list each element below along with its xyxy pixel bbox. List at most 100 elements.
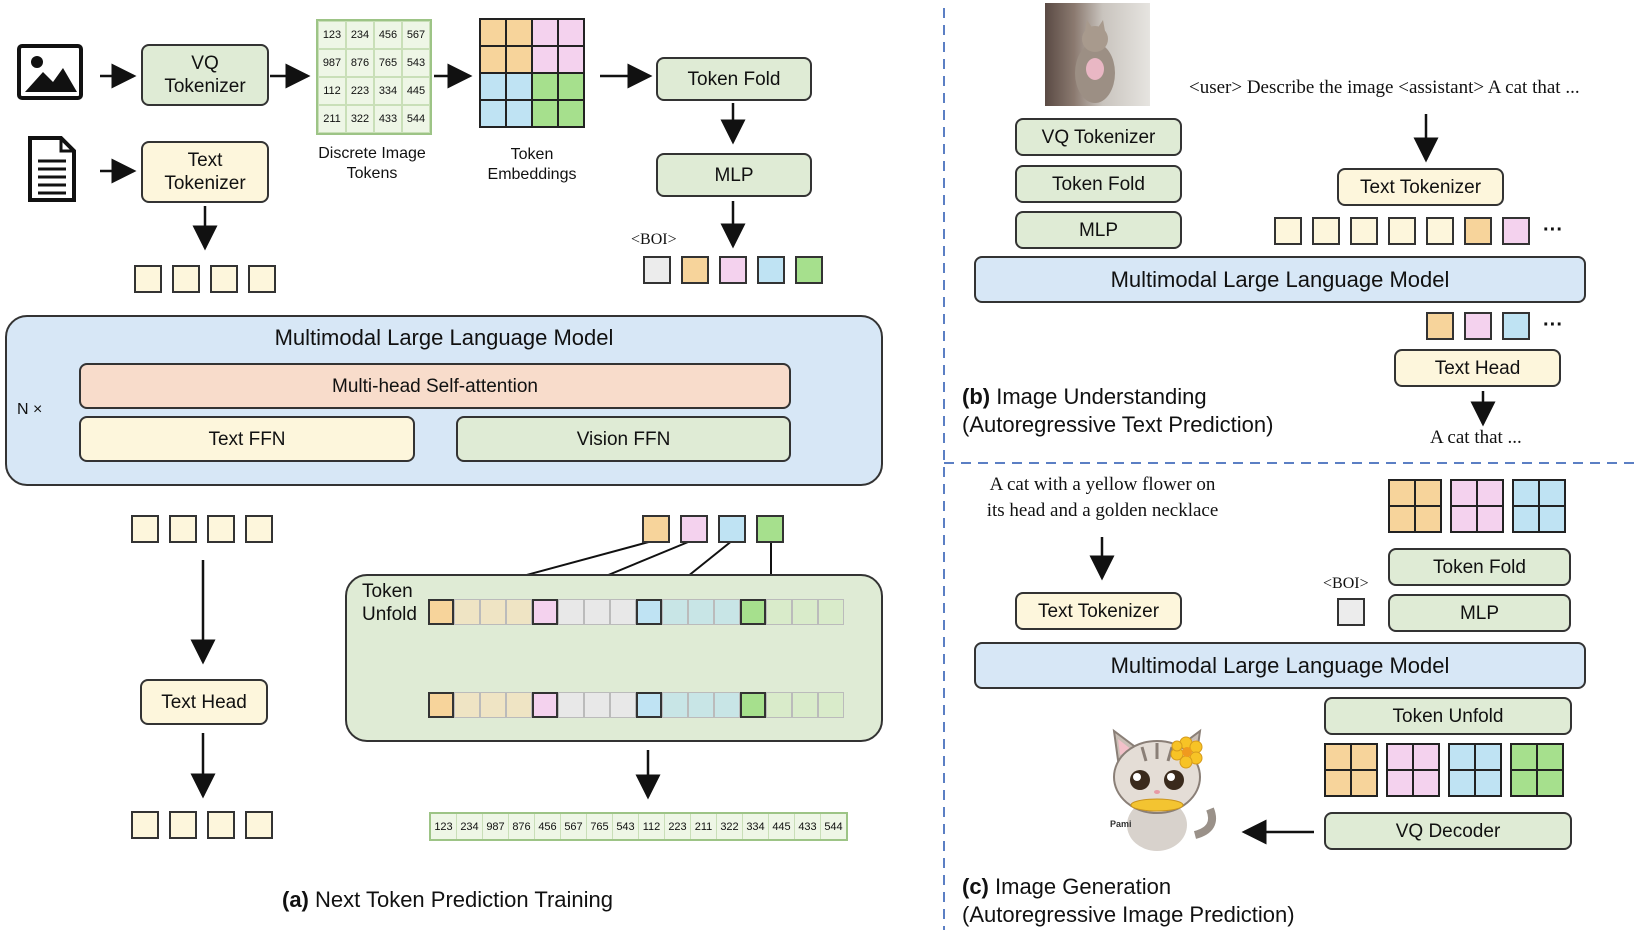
image-icon — [17, 44, 83, 100]
boi-token-a — [643, 256, 671, 284]
out-token-b-blue — [1502, 312, 1530, 340]
prompt-b: <user> Describe the image <assistant> A … — [1189, 77, 1580, 98]
text-token-a — [134, 265, 162, 293]
boi-label-c: <BOI> — [1323, 575, 1369, 592]
embedding-cell — [533, 47, 557, 72]
caption-b-text: Image Understanding — [990, 384, 1207, 409]
token-b — [1388, 217, 1416, 245]
image-patch-blue-c — [1512, 479, 1566, 533]
token-b — [1464, 217, 1492, 245]
token-fold-box-b: Token Fold — [1015, 165, 1182, 203]
vision-token-out-blue — [718, 515, 746, 543]
token-cell: 112 — [319, 78, 345, 104]
token-cell: 543 — [403, 50, 429, 76]
token-cell: 987 — [319, 50, 345, 76]
ellipsis-b-top: ··· — [1543, 219, 1563, 241]
output-b: A cat that ... — [1430, 427, 1522, 448]
token-cell: 433 — [375, 106, 401, 132]
embedding-cell — [533, 74, 557, 99]
caption-c: (c) Image Generation — [962, 874, 1171, 900]
text-tokenizer-box-c: Text Tokenizer — [1015, 592, 1182, 630]
token-cell: 211 — [319, 106, 345, 132]
token-b — [1502, 217, 1530, 245]
output-token-cell: 334 — [743, 814, 768, 839]
text-token-final-a — [207, 811, 235, 839]
embedding-cell — [481, 101, 505, 126]
text-head-box-a: Text Head — [140, 679, 268, 725]
vq-decoder-box: VQ Decoder — [1324, 812, 1572, 850]
prompt-c: A cat with a yellow flower on its head a… — [986, 474, 1219, 521]
mllm-box-b: Multimodal Large Language Model — [974, 256, 1586, 303]
token-cell: 223 — [347, 78, 373, 104]
token-cell: 567 — [403, 22, 429, 48]
text-tokenizer-box: Text Tokenizer — [141, 141, 269, 203]
unfold-row-bottom — [428, 692, 844, 718]
gen-patch-orange — [1324, 743, 1378, 797]
caption-a: (a) Next Token Prediction Training — [282, 887, 613, 913]
text-token-a — [210, 265, 238, 293]
text-token-out-a — [207, 515, 235, 543]
embedding-cell — [533, 20, 557, 45]
gen-patch-blue — [1448, 743, 1502, 797]
vq-tokenizer-box-b: VQ Tokenizer — [1015, 118, 1182, 156]
vision-token-out-green — [756, 515, 784, 543]
token-embeddings-label: Token Embeddings — [487, 146, 577, 183]
image-token-pink-a — [719, 256, 747, 284]
text-token-out-a — [245, 515, 273, 543]
text-token-final-a — [245, 811, 273, 839]
out-token-b-pink — [1464, 312, 1492, 340]
token-fold-box-a: Token Fold — [656, 57, 812, 101]
token-cell: 456 — [375, 22, 401, 48]
output-token-cell: 322 — [717, 814, 742, 839]
token-embeddings-grid — [479, 18, 585, 128]
token-cell: 544 — [403, 106, 429, 132]
vision-token-out-pink — [680, 515, 708, 543]
token-cell: 234 — [347, 22, 373, 48]
token-b — [1312, 217, 1340, 245]
caption-c-bold: (c) — [962, 874, 989, 899]
gen-patch-pink — [1386, 743, 1440, 797]
token-cell: 322 — [347, 106, 373, 132]
image-token-orange-a — [681, 256, 709, 284]
output-token-cell: 223 — [665, 814, 690, 839]
caption-a-bold: (a) — [282, 887, 309, 912]
gen-patch-green — [1510, 743, 1564, 797]
output-token-cell: 544 — [821, 814, 846, 839]
n-times-label: N × — [17, 401, 43, 418]
out-token-b-orange — [1426, 312, 1454, 340]
text-token-out-a — [169, 515, 197, 543]
multi-head-attention-box: Multi-head Self-attention — [79, 363, 791, 409]
image-token-green-a — [795, 256, 823, 284]
embedding-cell — [559, 101, 583, 126]
text-ffn-box: Text FFN — [79, 416, 415, 462]
discrete-image-tokens-label: Discrete Image Tokens — [318, 145, 426, 182]
boi-token-c — [1337, 598, 1365, 626]
ellipsis-b-bottom: ··· — [1543, 314, 1563, 336]
token-unfold-label-a: Token Unfold — [362, 581, 417, 625]
embedding-cell — [559, 20, 583, 45]
embedding-cell — [481, 74, 505, 99]
output-token-cell: 123 — [431, 814, 456, 839]
caption-b-bold: (b) — [962, 384, 991, 409]
token-cell: 123 — [319, 22, 345, 48]
text-head-box-b: Text Head — [1394, 349, 1561, 387]
embedding-cell — [507, 47, 531, 72]
token-unfold-box-c: Token Unfold — [1324, 697, 1572, 735]
token-cell: 445 — [403, 78, 429, 104]
token-b — [1426, 217, 1454, 245]
embedding-cell — [559, 47, 583, 72]
mlp-box-b: MLP — [1015, 211, 1182, 249]
output-token-cell: 433 — [795, 814, 820, 839]
output-token-cell: 112 — [639, 814, 664, 839]
token-b — [1350, 217, 1378, 245]
output-token-cell: 211 — [691, 814, 716, 839]
token-fold-box-c: Token Fold — [1388, 548, 1571, 586]
caption-a-text: Next Token Prediction Training — [308, 887, 613, 912]
boi-label-a: <BOI> — [631, 231, 677, 248]
output-token-cell: 765 — [587, 814, 612, 839]
unfold-row-top — [428, 599, 844, 625]
pami-label: Pami — [1110, 819, 1132, 829]
vision-token-out-orange — [642, 515, 670, 543]
